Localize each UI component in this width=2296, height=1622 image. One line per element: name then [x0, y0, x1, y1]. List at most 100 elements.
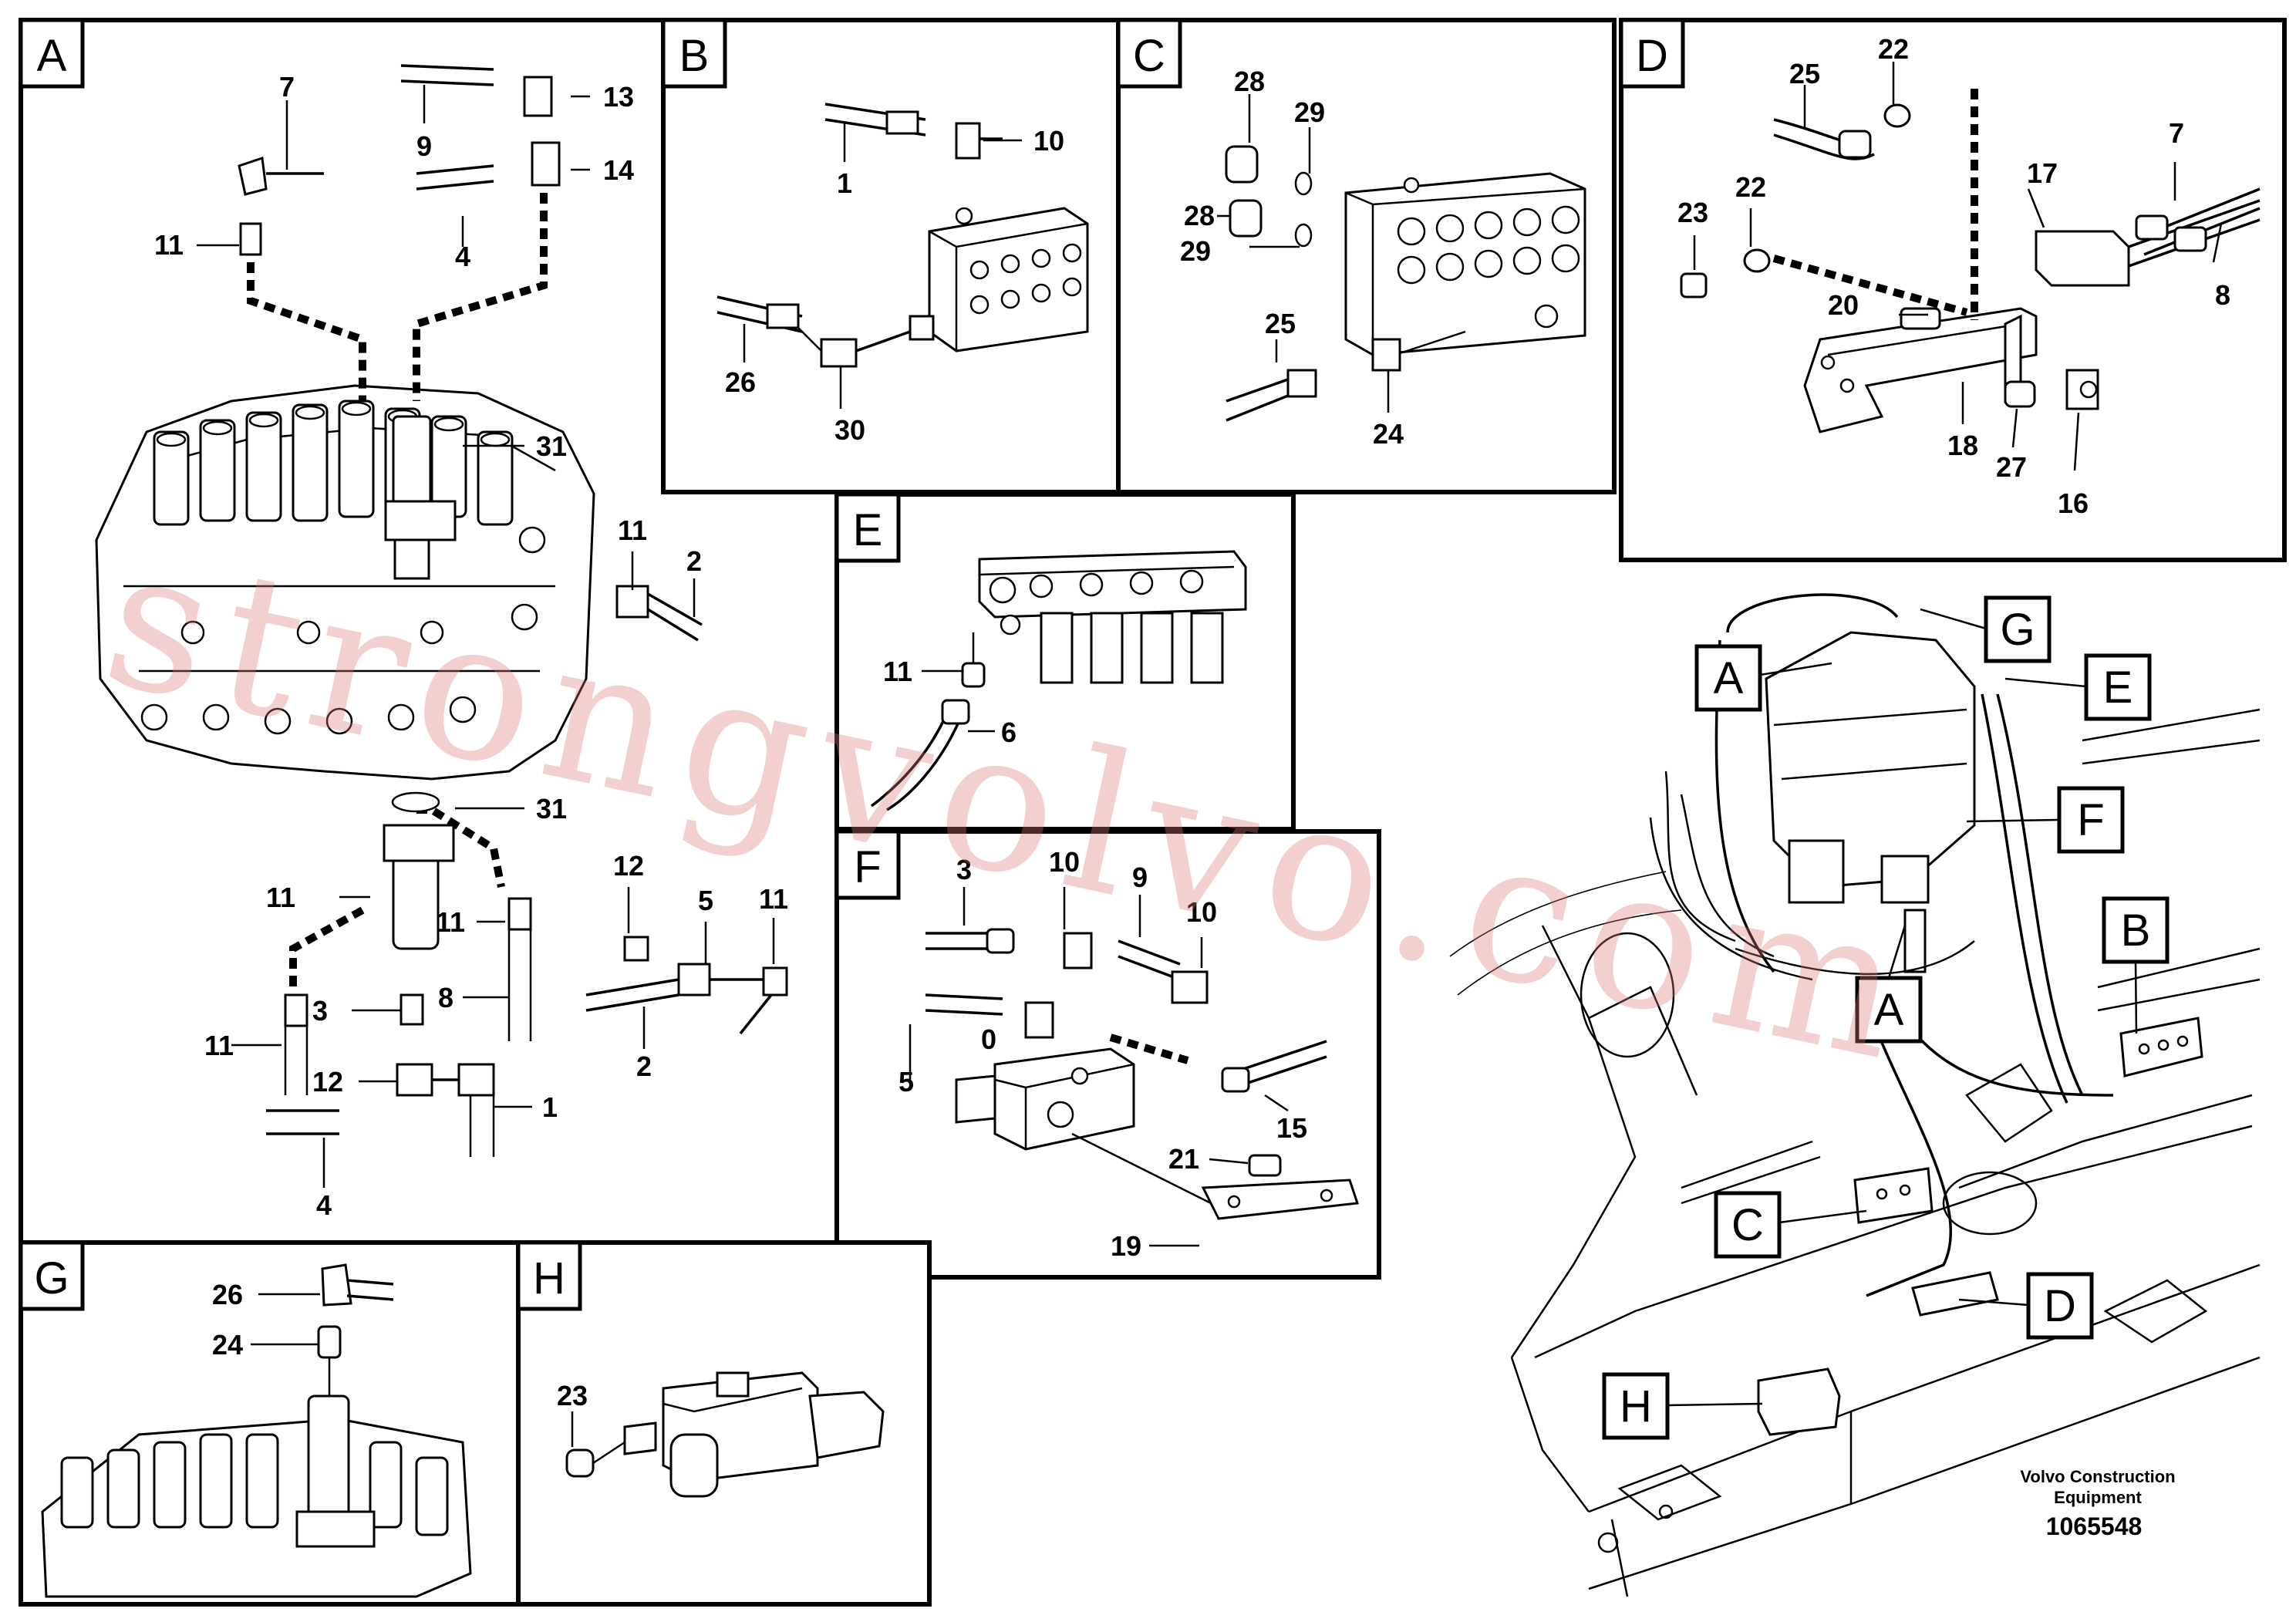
svg-text:D: D [1636, 31, 1668, 81]
overview-drawing [1449, 593, 2261, 1597]
svg-text:25: 25 [1789, 58, 1820, 89]
svg-text:11: 11 [883, 656, 912, 687]
svg-text:23: 23 [1677, 197, 1708, 228]
svg-text:2: 2 [636, 1050, 652, 1082]
svg-text:9: 9 [416, 130, 432, 162]
svg-text:E: E [853, 505, 883, 555]
drawing-number: 1065548 [2046, 1512, 2143, 1540]
svg-text:16: 16 [2058, 487, 2089, 519]
panel-g-callouts: 26 24 [212, 1279, 243, 1361]
svg-text:E: E [2103, 663, 2133, 713]
panel-d-tag: D [1619, 18, 1685, 89]
svg-text:11: 11 [436, 906, 465, 938]
svg-text:0: 0 [981, 1023, 996, 1055]
svg-text:F: F [854, 842, 881, 892]
panel-h-drawing [565, 1371, 885, 1498]
svg-text:26: 26 [212, 1279, 243, 1310]
svg-text:12: 12 [613, 850, 644, 882]
svg-text:C: C [1731, 1200, 1764, 1250]
panel-h-tag: H [516, 1240, 582, 1311]
svg-text:9: 9 [1132, 862, 1148, 893]
panel-e-drawing [870, 550, 1247, 811]
svg-text:8: 8 [438, 982, 453, 1013]
panel-h-callouts: 23 [557, 1380, 588, 1411]
panel-g-drawing [41, 1263, 472, 1598]
svg-text:G: G [34, 1253, 69, 1303]
svg-text:14: 14 [603, 154, 634, 186]
svg-text:24: 24 [212, 1329, 243, 1361]
svg-text:13: 13 [603, 81, 634, 113]
svg-text:20: 20 [1828, 289, 1859, 321]
overview-tag-h: H [1602, 1372, 1763, 1440]
panel-f-tag: F [834, 829, 901, 900]
brand-line-1: Volvo Construction [2020, 1467, 2175, 1486]
panel-d-frame [1619, 18, 2287, 562]
panel-b-callouts: 10 1 26 30 [725, 125, 1064, 446]
panel-c-drawing [1225, 145, 1586, 422]
svg-text:26: 26 [725, 366, 756, 398]
svg-text:24: 24 [1373, 418, 1404, 450]
overview-tag-a-bottom: A [1855, 925, 1923, 1044]
svg-text:31: 31 [536, 793, 567, 824]
svg-text:30: 30 [834, 414, 865, 446]
svg-text:28: 28 [1234, 66, 1265, 97]
brand-line-2: Equipment [2054, 1488, 2142, 1507]
svg-text:27: 27 [1996, 451, 2027, 483]
svg-text:11: 11 [759, 883, 788, 915]
panel-c-leaders [1217, 94, 1390, 413]
svg-text:1: 1 [837, 167, 852, 199]
svg-text:10: 10 [1033, 125, 1064, 157]
svg-text:22: 22 [1735, 171, 1766, 203]
overview-tag-c: C [1714, 1191, 1867, 1259]
panel-g-tag: G [19, 1240, 85, 1311]
svg-text:23: 23 [557, 1380, 588, 1411]
svg-text:3: 3 [312, 995, 328, 1027]
svg-text:10: 10 [1049, 846, 1080, 878]
svg-text:10: 10 [1186, 896, 1217, 928]
svg-text:15: 15 [1276, 1112, 1307, 1144]
overview-tag-d: D [1958, 1272, 2094, 1340]
svg-text:2: 2 [686, 545, 702, 577]
panel-e-leaders [922, 669, 995, 733]
svg-text:18: 18 [1947, 430, 1978, 461]
overview-tag-f: F [1966, 786, 2125, 854]
svg-text:B: B [679, 31, 710, 81]
svg-text:F: F [2077, 795, 2104, 845]
svg-text:H: H [1620, 1381, 1652, 1431]
panel-a-callouts: 7 13 9 14 11 4 31 11 2 31 11 11 12 5 11 … [154, 71, 788, 1221]
svg-text:6: 6 [1001, 717, 1017, 748]
panel-c-callouts: 28 29 28 29 25 24 [1180, 66, 1404, 450]
panel-b-drawing [716, 103, 1089, 368]
svg-text:11: 11 [154, 229, 184, 261]
panel-e-callouts: 11 6 [883, 656, 1017, 748]
panel-a-leaders [197, 85, 775, 1188]
footer-block: Volvo Construction Equipment 1065548 [2020, 1467, 2175, 1540]
svg-text:A: A [1874, 985, 1904, 1035]
panel-f-drawing [925, 928, 1360, 1220]
svg-text:8: 8 [2215, 279, 2230, 311]
svg-text:3: 3 [956, 854, 972, 885]
panel-c-tag: C [1116, 18, 1182, 89]
svg-text:H: H [533, 1253, 565, 1303]
overview-tag-g: G [1920, 595, 2052, 663]
panel-d-callouts: 25 22 22 23 17 7 20 8 18 27 16 [1677, 33, 2230, 519]
svg-text:25: 25 [1265, 308, 1296, 339]
svg-text:22: 22 [1878, 33, 1909, 65]
svg-text:5: 5 [899, 1066, 914, 1098]
svg-text:B: B [2121, 905, 2151, 956]
svg-text:28: 28 [1184, 200, 1215, 231]
svg-text:7: 7 [2169, 117, 2184, 149]
svg-text:G: G [2000, 605, 2035, 655]
svg-text:19: 19 [1111, 1230, 1141, 1262]
panel-b-tag: B [661, 18, 727, 89]
svg-text:29: 29 [1180, 235, 1211, 267]
svg-text:4: 4 [316, 1189, 332, 1221]
svg-text:11: 11 [618, 514, 647, 546]
svg-text:11: 11 [266, 882, 295, 913]
panel-g-leaders [251, 1293, 320, 1346]
panel-f-callouts: 3 10 9 10 0 5 15 21 19 [899, 846, 1307, 1262]
panel-a-tag: A [19, 18, 85, 89]
svg-text:21: 21 [1168, 1143, 1199, 1175]
svg-text:A: A [1714, 653, 1744, 703]
